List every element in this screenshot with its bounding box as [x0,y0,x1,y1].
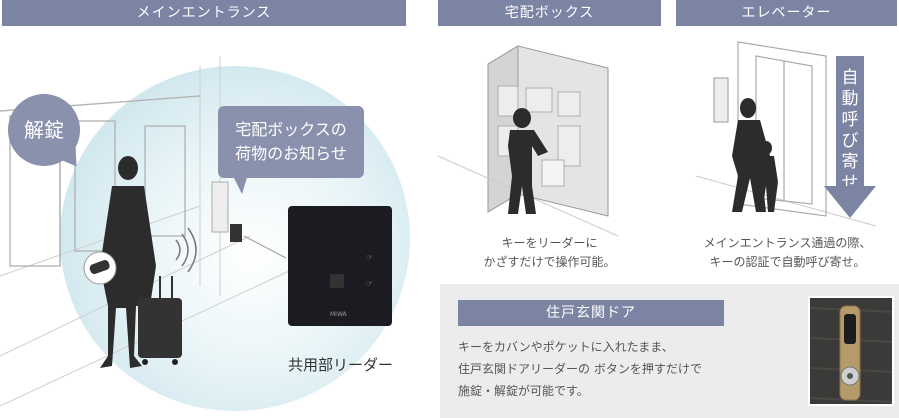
entrance-illustration: ☞ ☞ MIWA [0,56,392,407]
key-fob [89,260,110,275]
unlock-bubble: 解錠 [8,94,80,166]
woman-silhouette [100,156,156,368]
box-caption-line-1: キーをリーダーに [501,236,598,250]
svg-text:☞: ☞ [366,253,373,262]
door-reader-photo [808,296,894,406]
door-text-line-1: キーをカバンやポケットに入れたまま、 [458,340,674,354]
svg-text:☞: ☞ [366,279,373,288]
elevator-header: エレベーター [676,0,897,26]
elev-caption-line-1: メインエントランス通過の際、 [703,236,872,250]
door-header: 住戸玄関ドア [458,300,724,326]
elevator-caption: メインエントランス通過の際、 キーの認証で自動呼び寄せ。 [676,234,899,272]
notice-line-2: 荷物のお知らせ [235,144,347,163]
delivery-notice-bubble: 宅配ボックスの 荷物のお知らせ [218,106,364,178]
intercom-panel [211,181,229,233]
door-text-line-3: 施錠・解錠が可能です。 [458,384,589,398]
delivery-box-header: 宅配ボックス [438,0,661,26]
man-silhouette [508,108,548,214]
suitcase [138,276,182,365]
elevator-call-panel [713,77,729,123]
delivery-box-illustration [437,45,619,237]
common-reader-caption: 共用部リーダー [288,356,394,374]
delivery-box-caption: キーをリーダーに かざすだけで操作可能。 [438,234,661,272]
door-text-line-2: 住戸玄関ドアリーダーの ボタンを押すだけで [458,362,702,376]
entrance-header: メインエントランス [2,0,406,26]
notice-bubble-tail [232,174,248,194]
auto-call-arrow-head [824,186,876,218]
entrance-scene: ☞ ☞ MIWA 解錠 宅配ボックスの 荷物のお知らせ 共用部リーダー [0,26,420,418]
svg-text:MIWA: MIWA [330,311,348,318]
elev-caption-line-2: キーの認証で自動呼び寄せ。 [709,255,866,269]
common-reader-device: ☞ ☞ MIWA [288,206,392,326]
family-silhouette [732,98,778,212]
notice-line-1: 宅配ボックスの [235,120,347,139]
box-caption-line-2: かざすだけで操作可能。 [483,255,616,269]
auto-call-arrow: 自動呼び寄せ [836,56,864,193]
